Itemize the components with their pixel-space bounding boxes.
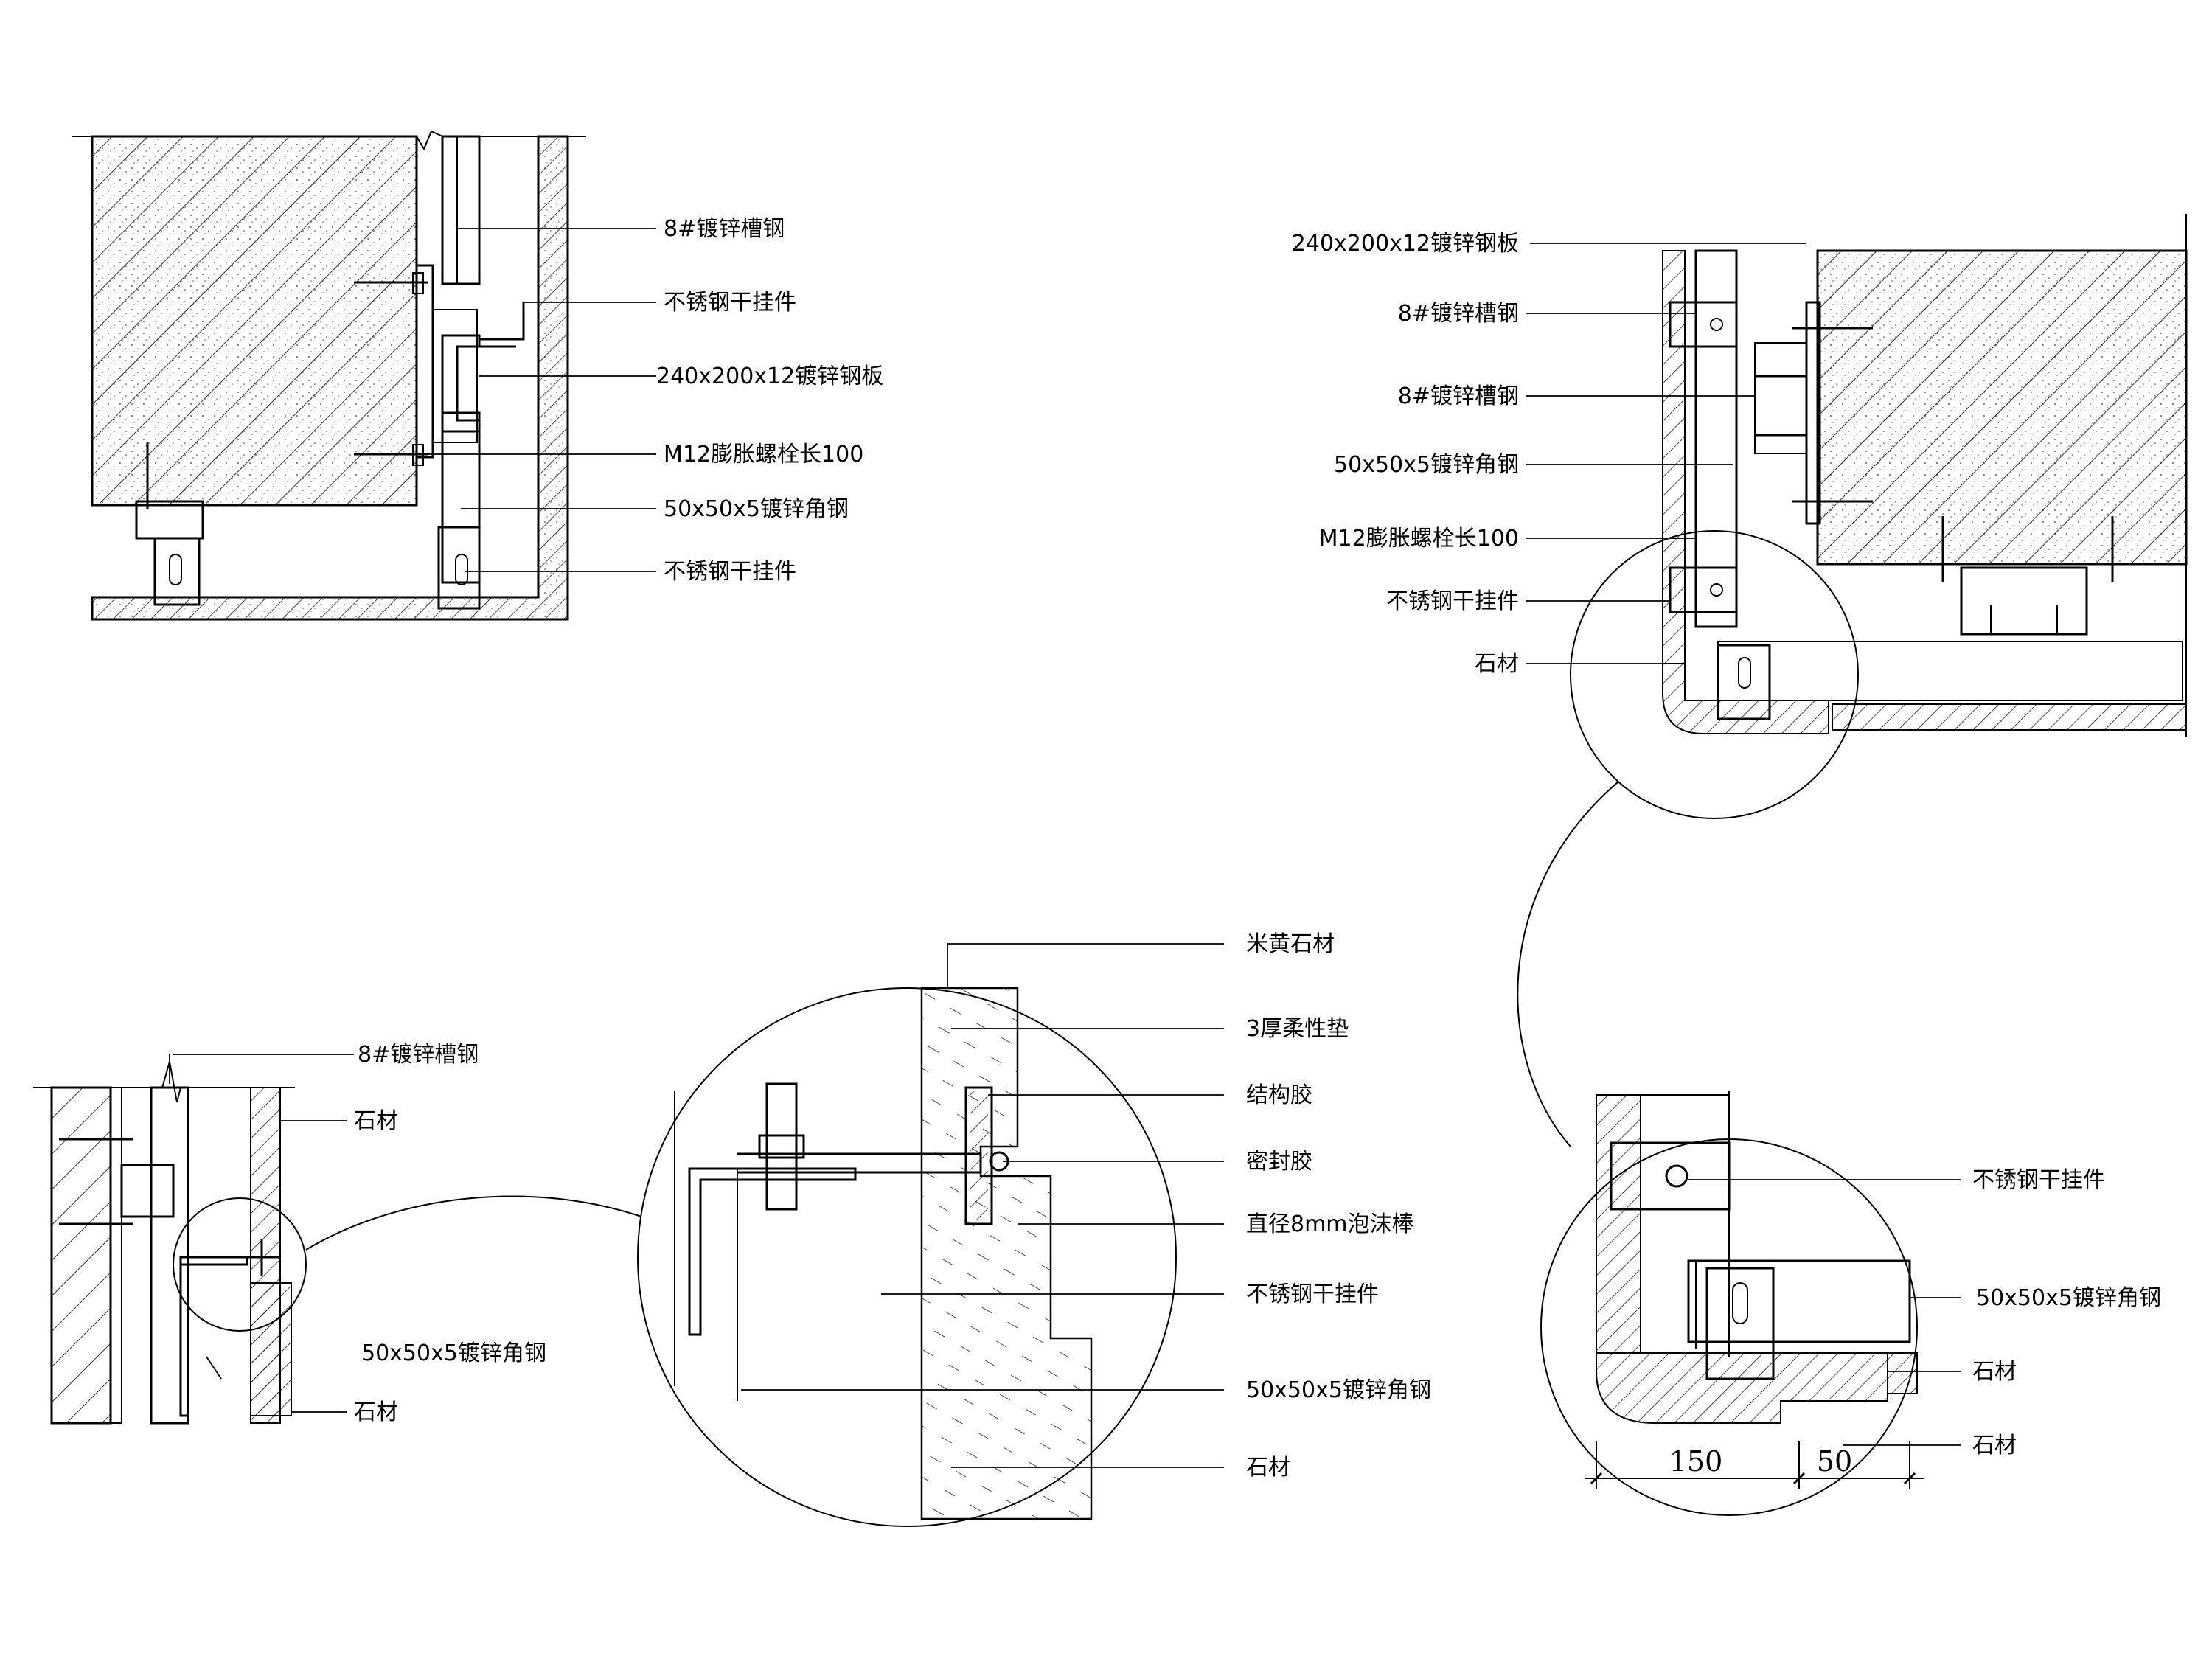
- label-b-channel: 8#镀锌槽钢: [1398, 301, 1519, 327]
- label-c-stone: 石材: [354, 1108, 398, 1134]
- label-d-foam-rod: 直径8mm泡沫棒: [1246, 1211, 1414, 1237]
- label-b-bolt: M12膨胀螺栓长100: [1319, 526, 1519, 552]
- label-d-structural-glue: 结构胶: [1246, 1082, 1312, 1108]
- label-b-angle: 50x50x5镀锌角钢: [1334, 452, 1519, 478]
- label-b-stone: 石材: [1475, 651, 1519, 677]
- label-d-sealant: 密封胶: [1246, 1149, 1312, 1175]
- detail-d: 米黄石材 3厚柔性垫 结构胶 密封胶 直径8mm泡沫棒 不锈钢干挂件 50x50…: [637, 931, 1431, 1527]
- label-c-angle: 50x50x5镀锌角钢: [361, 1340, 546, 1366]
- label-a-angle: 50x50x5镀锌角钢: [664, 496, 849, 522]
- callout-connector-be: [1517, 781, 1619, 1147]
- label-b-hanger: 不锈钢干挂件: [1386, 588, 1519, 614]
- label-b-channel-2: 8#镀锌槽钢: [1398, 383, 1519, 409]
- dimension-150: 150: [1669, 1445, 1723, 1478]
- label-e-angle: 50x50x5镀锌角钢: [1976, 1285, 2161, 1311]
- label-a-channel: 8#镀锌槽钢: [664, 216, 785, 242]
- detail-e: 150 50 不锈钢干挂件 50x50x5镀锌角钢 石材 石材: [1540, 1091, 2161, 1516]
- label-d-stone: 石材: [1246, 1455, 1290, 1481]
- label-e-hanger: 不锈钢干挂件: [1972, 1167, 2105, 1193]
- label-e-stone: 石材: [1972, 1359, 2017, 1385]
- label-a-plate: 240x200x12镀锌钢板: [656, 364, 883, 389]
- label-d-beige-stone: 米黄石材: [1246, 931, 1335, 957]
- label-c-stone-2: 石材: [354, 1399, 398, 1425]
- label-a-hanger: 不锈钢干挂件: [664, 290, 796, 316]
- label-a-hanger-2: 不锈钢干挂件: [664, 559, 796, 585]
- label-d-hanger: 不锈钢干挂件: [1246, 1281, 1379, 1307]
- label-d-angle: 50x50x5镀锌角钢: [1246, 1377, 1431, 1403]
- detail-c: 8#镀锌槽钢 石材 50x50x5镀锌角钢 石材: [33, 1042, 642, 1425]
- label-d-pad: 3厚柔性垫: [1246, 1016, 1349, 1042]
- label-a-bolt: M12膨胀螺栓长100: [664, 442, 863, 467]
- detail-b: 240x200x12镀锌钢板 8#镀锌槽钢 8#镀锌槽钢 50x50x5镀锌角钢…: [1292, 214, 2188, 819]
- detail-a: 8#镀锌槽钢 不锈钢干挂件 240x200x12镀锌钢板 M12膨胀螺栓长100…: [72, 130, 883, 621]
- dimension-50: 50: [1817, 1445, 1852, 1478]
- label-e-stone-2: 石材: [1972, 1433, 2017, 1458]
- label-c-channel: 8#镀锌槽钢: [358, 1042, 479, 1068]
- label-b-plate: 240x200x12镀锌钢板: [1292, 231, 1519, 257]
